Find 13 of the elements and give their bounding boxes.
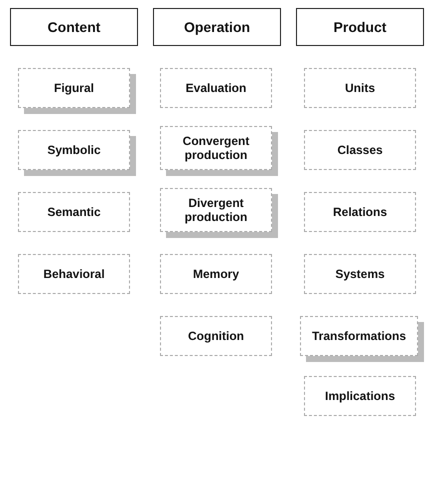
category-box: Units bbox=[304, 68, 416, 108]
category-box: Behavioral bbox=[18, 254, 130, 294]
category-box: Relations bbox=[304, 192, 416, 232]
category-box: Systems bbox=[304, 254, 416, 294]
header-box: Product bbox=[296, 8, 424, 46]
category-box: Implications bbox=[304, 376, 416, 416]
category-box: Memory bbox=[160, 254, 272, 294]
header-box: Content bbox=[10, 8, 138, 46]
category-box: Evaluation bbox=[160, 68, 272, 108]
header-box: Operation bbox=[153, 8, 281, 46]
category-box: Cognition bbox=[160, 316, 272, 356]
category-box: Classes bbox=[304, 130, 416, 170]
category-box: Semantic bbox=[18, 192, 130, 232]
